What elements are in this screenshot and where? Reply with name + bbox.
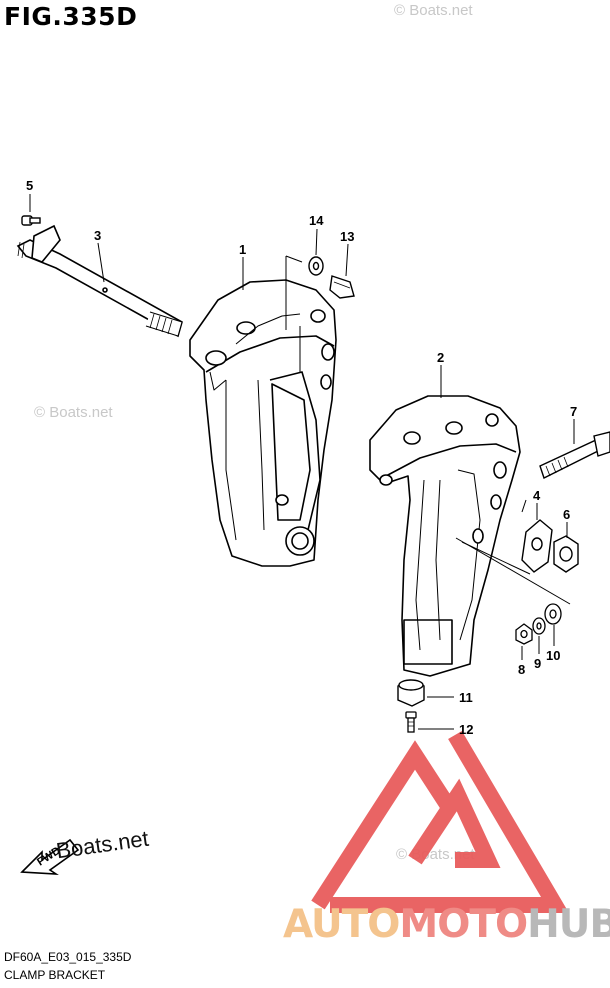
figure-code: DF60A_E03_015_335D <box>4 950 132 964</box>
bolt-short-icon <box>329 275 355 299</box>
rubber-stopper-icon <box>397 679 425 707</box>
brand-part-moto: MOTO <box>399 902 528 947</box>
watermark-left: © Boats.net <box>34 404 113 421</box>
callout-7: 7 <box>570 404 577 419</box>
callout-12: 12 <box>459 722 473 737</box>
clamp-bracket-right-icon <box>369 395 521 677</box>
callout-6: 6 <box>563 507 570 522</box>
figure-caption: CLAMP BRACKET <box>4 968 106 982</box>
washer-icon <box>308 256 324 276</box>
callout-4: 4 <box>533 488 541 503</box>
callout-10: 10 <box>546 648 560 663</box>
brand-part-hub: HUB <box>527 902 610 947</box>
brand-part-auto: AUTO <box>283 902 400 947</box>
screw-icon <box>405 711 417 733</box>
plate-icon <box>521 519 553 573</box>
nut-large-icon <box>553 535 579 573</box>
bolt-small-icon <box>21 215 41 226</box>
brand-logo-icon <box>311 730 569 913</box>
callout-11: 11 <box>459 690 473 705</box>
watermark-top: © Boats.net <box>394 2 473 19</box>
clamp-bracket-left-icon <box>189 279 337 567</box>
callout-2: 2 <box>437 350 444 365</box>
nut-small-icon <box>515 623 533 645</box>
figure-title: FIG.335D <box>4 2 138 31</box>
callout-9: 9 <box>534 656 541 671</box>
bolt-long-icon <box>539 431 610 479</box>
washer-small-icon <box>532 617 546 635</box>
callout-1: 1 <box>239 242 246 257</box>
callout-8: 8 <box>518 662 525 677</box>
callout-3: 3 <box>94 228 101 243</box>
callout-13: 13 <box>340 229 354 244</box>
callout-labels: 5 3 1 14 13 2 7 4 6 8 9 10 11 12 <box>26 178 577 737</box>
brand-wordmark: AUTOMOTOHUB <box>283 902 610 947</box>
washer-large-icon <box>544 603 562 625</box>
callout-5: 5 <box>26 178 33 193</box>
clamp-shaft-icon <box>16 224 183 338</box>
callout-14: 14 <box>309 213 324 228</box>
